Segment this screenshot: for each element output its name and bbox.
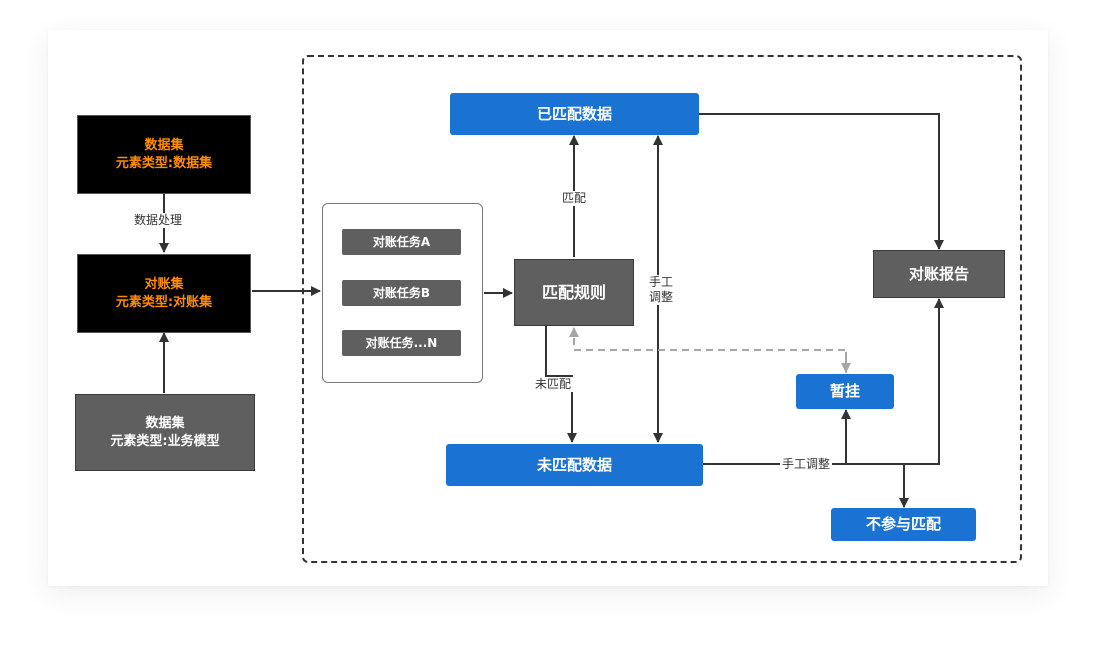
node-suspend: 暂挂 bbox=[796, 374, 894, 409]
label-data-processing: 数据处理 bbox=[132, 213, 185, 228]
label-unmatched: 未匹配 bbox=[533, 377, 574, 392]
reconciliation-process-region bbox=[302, 55, 1022, 563]
edge-match-rule-to-unmatched bbox=[545, 326, 577, 443]
label-manual-adjust-line2: 调整 bbox=[649, 290, 674, 304]
node-recon-set-line1: 对账集 bbox=[144, 276, 184, 292]
node-unmatched-data: 未匹配数据 bbox=[446, 444, 703, 486]
node-not-participate: 不参与匹配 bbox=[831, 508, 976, 541]
node-matched-data: 已匹配数据 bbox=[450, 93, 699, 135]
label-manual-adjust-inline: 手工调整 bbox=[780, 457, 833, 472]
node-business-model-line1: 数据集 bbox=[145, 415, 185, 431]
node-task-b: 对账任务B bbox=[342, 280, 461, 306]
edge-matched-to-report bbox=[699, 113, 944, 250]
edge-suspend-to-match-rule-dashed bbox=[569, 327, 847, 373]
node-recon-set-line2: 元素类型:对账集 bbox=[115, 294, 213, 310]
node-task-n: 对账任务...N bbox=[342, 330, 461, 356]
node-dataset-line1: 数据集 bbox=[144, 137, 184, 153]
node-task-a: 对账任务A bbox=[342, 229, 461, 255]
label-match: 匹配 bbox=[560, 191, 589, 206]
node-business-model-line2: 元素类型:业务模型 bbox=[110, 433, 220, 449]
node-business-model: 数据集 元素类型:业务模型 bbox=[75, 394, 255, 471]
node-dataset: 数据集 元素类型:数据集 bbox=[77, 115, 251, 194]
label-manual-adjust-line1: 手工 bbox=[649, 275, 674, 289]
node-recon-set: 对账集 元素类型:对账集 bbox=[77, 254, 251, 333]
label-manual-adjust-vertical: 手工 调整 bbox=[647, 275, 676, 305]
node-dataset-line2: 元素类型:数据集 bbox=[115, 155, 213, 171]
node-match-rule: 匹配规则 bbox=[514, 259, 634, 326]
node-recon-report: 对账报告 bbox=[873, 250, 1005, 298]
